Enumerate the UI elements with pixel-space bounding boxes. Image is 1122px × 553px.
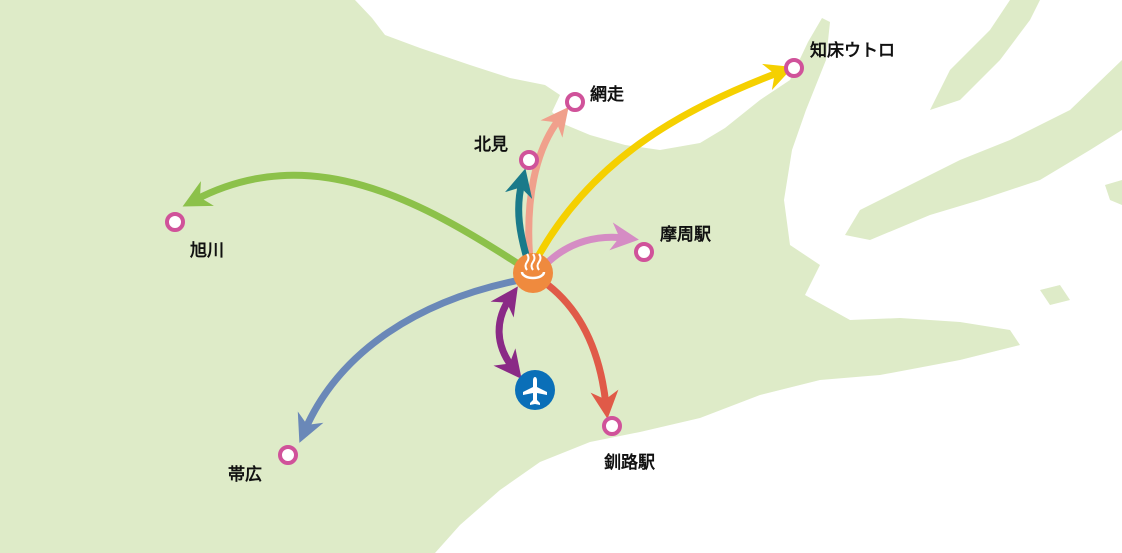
station-marker-kitami bbox=[519, 150, 539, 170]
route-kitami bbox=[505, 168, 533, 263]
kunashiri-island bbox=[845, 60, 1122, 240]
airplane-icon[interactable] bbox=[515, 370, 555, 410]
station-marker-asahikawa bbox=[165, 212, 185, 232]
label-abashiri: 網走 bbox=[590, 85, 624, 105]
station-marker-mashu bbox=[634, 242, 654, 262]
station-marker-shiretoko bbox=[784, 58, 804, 78]
station-marker-abashiri bbox=[565, 92, 585, 112]
hot-spring-icon[interactable] bbox=[513, 253, 553, 293]
label-obihiro: 帯広 bbox=[228, 465, 262, 485]
label-shiretoko: 知床ウトロ bbox=[810, 41, 895, 61]
route-abashiri bbox=[525, 106, 569, 263]
route-shiretoko bbox=[531, 63, 794, 264]
station-marker-kushiro bbox=[602, 416, 622, 436]
route-mashu bbox=[542, 222, 639, 268]
habomai-islands bbox=[1040, 180, 1122, 305]
etorofu-island bbox=[930, 0, 1040, 110]
route-asahikawa bbox=[182, 171, 522, 268]
label-kitami: 北見 bbox=[474, 135, 508, 155]
label-asahikawa: 旭川 bbox=[190, 241, 224, 261]
route-kushiro bbox=[545, 282, 619, 419]
hokkaido-land bbox=[0, 0, 1020, 553]
station-marker-obihiro bbox=[278, 445, 298, 465]
route-obihiro bbox=[297, 276, 521, 443]
label-kushiro: 釧路駅 bbox=[604, 453, 655, 473]
route-airport bbox=[490, 286, 522, 380]
label-mashu: 摩周駅 bbox=[660, 225, 711, 245]
